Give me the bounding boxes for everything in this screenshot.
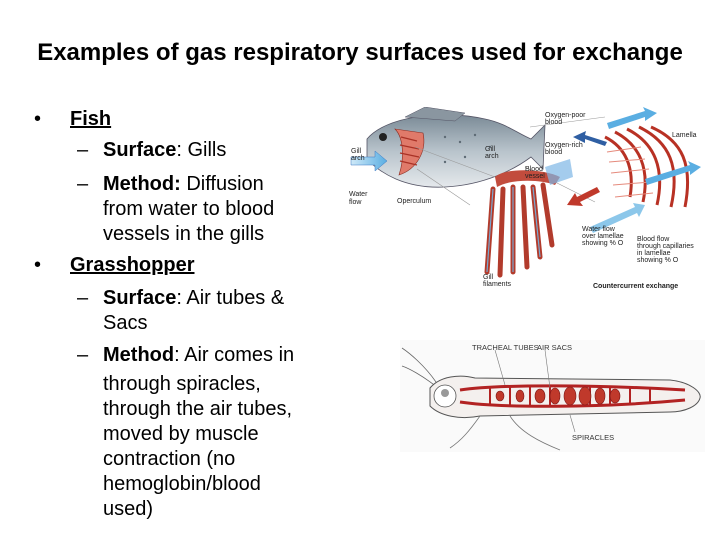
- label-air-sacs: AIR SACS: [537, 343, 572, 352]
- grasshopper-method-line5: contraction (no: [103, 448, 236, 470]
- grasshopper-surface-label: Surface: [103, 287, 177, 309]
- fish-surface-line: Surface: Gills: [103, 138, 226, 163]
- grasshopper-method-text: : Air comes in: [174, 344, 295, 366]
- grasshopper-surface-text: : Air tubes &: [176, 287, 285, 309]
- bullet-dot-fish: •: [34, 108, 42, 130]
- bullet-fish: Fish: [70, 107, 111, 132]
- label-blood-flow-2: through capillaries: [637, 243, 694, 250]
- label-gill-arch-2a: Gill: [485, 146, 496, 153]
- label-oxygen-poor-a: Oxygen-poor: [545, 112, 586, 119]
- label-gill-arch-1b: arch: [351, 155, 365, 162]
- label-oxygen-rich-a: Oxygen-rich: [545, 142, 583, 149]
- fish-heading: Fish: [70, 108, 112, 130]
- label-gill-filaments-a: Gill: [483, 274, 494, 281]
- label-lamella: Lamella: [672, 132, 697, 139]
- label-gill-arch-1a: Gill: [351, 148, 362, 155]
- dash: –: [77, 344, 89, 366]
- label-spiracles: SPIRACLES: [572, 433, 614, 442]
- label-blood-flow-1: Blood flow: [637, 236, 670, 243]
- lamellae-illustration: [567, 107, 701, 233]
- fish-surface-label: Surface: [103, 139, 177, 161]
- grasshopper-trachea-figure: TRACHEAL TUBES AIR SACS SPIRACLES: [400, 340, 705, 452]
- label-blood-vessel-b: vessel: [525, 173, 545, 180]
- label-water-lamellae-3: showing % O: [582, 240, 624, 247]
- fish-method-label: Method:: [103, 173, 181, 195]
- grasshopper-heading: Grasshopper: [70, 254, 195, 276]
- label-water-lamellae-2: over lamellae: [582, 233, 624, 240]
- bullet-grasshopper: Grasshopper: [70, 253, 194, 278]
- label-gill-filaments-b: filaments: [483, 281, 512, 288]
- grasshopper-method-line7: used): [103, 498, 154, 520]
- grasshopper-surface-line: Surface: Air tubes &: [103, 286, 284, 311]
- grasshopper-method-line4: moved by muscle: [103, 423, 259, 445]
- grasshopper-method-label: Method: [103, 344, 175, 366]
- grasshopper-method-line2: through spiracles,: [103, 373, 261, 395]
- dash: –: [77, 173, 89, 195]
- dash: –: [77, 139, 89, 161]
- fish-body-illustration: [366, 107, 546, 188]
- water-flow-arrow: [350, 150, 388, 172]
- label-water-lamellae-1: Water flow: [582, 226, 616, 233]
- label-water-flow-a: Water: [349, 191, 368, 198]
- label-blood-flow-3: in lamellae: [637, 250, 671, 257]
- fish-method-line: Method: Diffusion: [103, 172, 264, 197]
- fish-method-line2: from water to blood: [103, 198, 275, 220]
- bullet-dot-grasshopper: •: [34, 254, 42, 276]
- label-tracheal-tubes: TRACHEAL TUBES: [472, 343, 539, 352]
- label-oxygen-rich-b: blood: [545, 149, 562, 156]
- label-blood-flow-4: showing % O: [637, 257, 679, 264]
- fish-method-line3: vessels in the gills: [103, 223, 265, 245]
- air-sacs-illustration: [495, 386, 621, 406]
- fish-gill-figure: Gill arch Water flow Operculum Gill arch…: [349, 107, 701, 290]
- slide-title: Examples of gas respiratory surfaces use…: [37, 39, 683, 66]
- grasshopper-method-line: Method: Air comes in: [103, 343, 294, 368]
- label-oxygen-poor-b: blood: [545, 119, 562, 126]
- label-gill-arch-2b: arch: [485, 153, 499, 160]
- dash: –: [77, 287, 89, 309]
- grasshopper-surface-line2: Sacs: [103, 312, 148, 334]
- grasshopper-method-line3: through the air tubes,: [103, 398, 293, 420]
- label-water-flow-b: flow: [349, 199, 362, 206]
- fish-surface-value: : Gills: [176, 139, 227, 161]
- gill-filaments-illustration: [484, 159, 573, 278]
- label-countercurrent: Countercurrent exchange: [593, 283, 678, 290]
- fish-method-text: Diffusion: [180, 173, 264, 195]
- label-operculum: Operculum: [397, 198, 431, 205]
- grasshopper-method-line6: hemoglobin/blood: [103, 473, 261, 495]
- label-blood-vessel-a: Blood: [525, 166, 543, 173]
